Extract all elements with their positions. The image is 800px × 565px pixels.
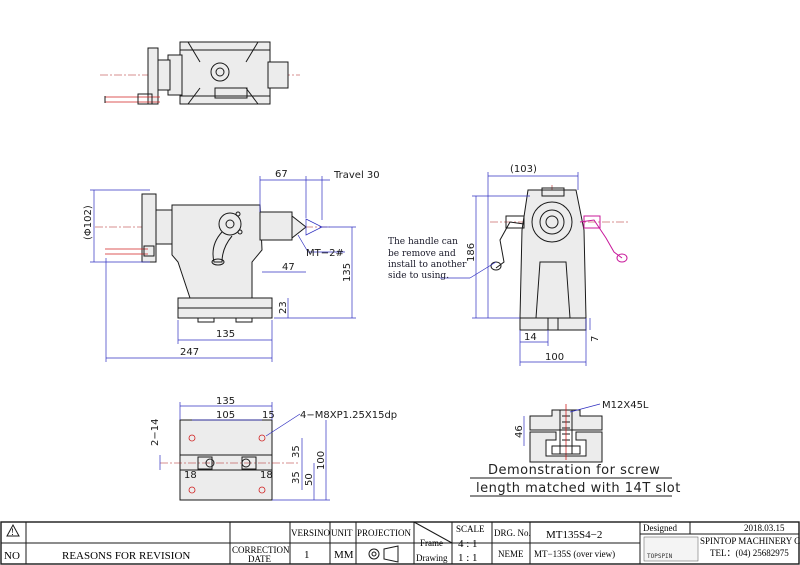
plan-dim-100: 100 xyxy=(316,451,327,470)
plan-dim-105: 105 xyxy=(216,410,235,421)
tb-scale: SCALE xyxy=(456,524,485,534)
dim-186: 186 xyxy=(466,243,477,262)
tb-correction: CORRECTION xyxy=(232,545,290,555)
note-mounting-holes: 4−M8XP1.25X15dp xyxy=(300,410,397,421)
plan-dim-35-upper: 35 xyxy=(291,445,302,458)
dim-103: (103) xyxy=(510,164,537,175)
tb-drg-value: MT135S4−2 xyxy=(546,529,602,541)
side-view-dimensions: (103) 186 14 7 100 xyxy=(440,164,601,366)
handle-note-line-3: install to another xyxy=(388,260,467,270)
note-mt2: MT−2# xyxy=(306,248,344,259)
svg-text:!: ! xyxy=(11,527,14,537)
dim-7: 7 xyxy=(590,336,601,342)
handle-note-line-2: be remove and xyxy=(388,249,456,259)
tb-projection: PROJECTION xyxy=(357,528,412,538)
tb-no: NO xyxy=(4,550,20,562)
front-view-dimensions: (Φ102) 67 Travel 30 MT−2# 47 135 23 135 … xyxy=(83,169,380,362)
dim-23: 23 xyxy=(278,301,289,314)
projection-symbol-icon xyxy=(368,545,399,563)
note-bolt: M12X45L xyxy=(602,400,649,411)
plan-dim-2-14: 2−14 xyxy=(150,419,161,446)
tb-tel: TEL：(04) 25682975 xyxy=(710,548,789,558)
tb-reasons: REASONS FOR REVISION xyxy=(62,550,190,562)
tb-date: DATE xyxy=(248,554,271,564)
top-view xyxy=(100,41,300,105)
tb-designed: Designed xyxy=(643,523,677,533)
tb-neme: NEME xyxy=(498,549,524,559)
tb-date-value: 2018.03.15 xyxy=(744,523,785,533)
title-block: ! NO REASONS FOR REVISION CORRECTION DAT… xyxy=(0,521,800,565)
demo-note-line-1: Demonstration for screw xyxy=(488,463,660,478)
dim-67: 67 xyxy=(275,169,288,180)
dim-47: 47 xyxy=(282,262,295,273)
tb-name-value: MT−135S (over view) xyxy=(534,549,615,559)
plan-dim-35-lower: 35 xyxy=(291,471,302,484)
side-view xyxy=(490,185,630,331)
tb-versino: VERSINO xyxy=(291,528,331,538)
plan-dim-50: 50 xyxy=(304,473,315,486)
demo-note-line-2: length matched with 14T slot xyxy=(476,481,681,496)
handle-note-line-1: The handle can xyxy=(388,237,458,247)
company-logo-icon: TOPSPIN xyxy=(643,536,699,562)
handle-note-line-4: side to using. xyxy=(388,271,449,281)
dim-100-side: 100 xyxy=(545,352,564,363)
t-slot-section: M12X45L 46 xyxy=(514,400,649,463)
dim-135-height: 135 xyxy=(342,263,353,282)
plan-dim-135: 135 xyxy=(216,396,235,407)
front-view xyxy=(95,193,330,323)
dim-14: 14 xyxy=(524,332,537,343)
tb-scale-frame: 4 : 1 xyxy=(458,538,478,550)
tb-scale-drawing: 1 : 1 xyxy=(458,552,478,564)
tb-drawing: Drawing xyxy=(416,553,448,563)
tb-version-value: 1 xyxy=(304,549,310,561)
tb-company: SPINTOP MACHINERY CO.,LTD. xyxy=(700,536,800,546)
slot-dim-46: 46 xyxy=(514,425,525,438)
dim-diameter-102: (Φ102) xyxy=(83,205,94,240)
base-plan-view: 135 105 15 4−M8XP1.25X15dp 2−14 35 35 50… xyxy=(150,396,397,501)
plan-dim-18-right: 18 xyxy=(260,470,273,481)
tb-unit-value: MM xyxy=(334,549,354,561)
plan-dim-15: 15 xyxy=(262,410,275,421)
tb-drg-no: DRG. No. xyxy=(494,528,531,538)
plan-dim-18-left: 18 xyxy=(184,470,197,481)
dim-247: 247 xyxy=(180,347,199,358)
logo-text: TOPSPIN xyxy=(647,553,673,560)
dim-travel-30: Travel 30 xyxy=(333,170,380,181)
dim-135-base: 135 xyxy=(216,329,235,340)
tb-unit: UNIT xyxy=(331,528,353,538)
tb-frame: Frame xyxy=(420,538,443,548)
